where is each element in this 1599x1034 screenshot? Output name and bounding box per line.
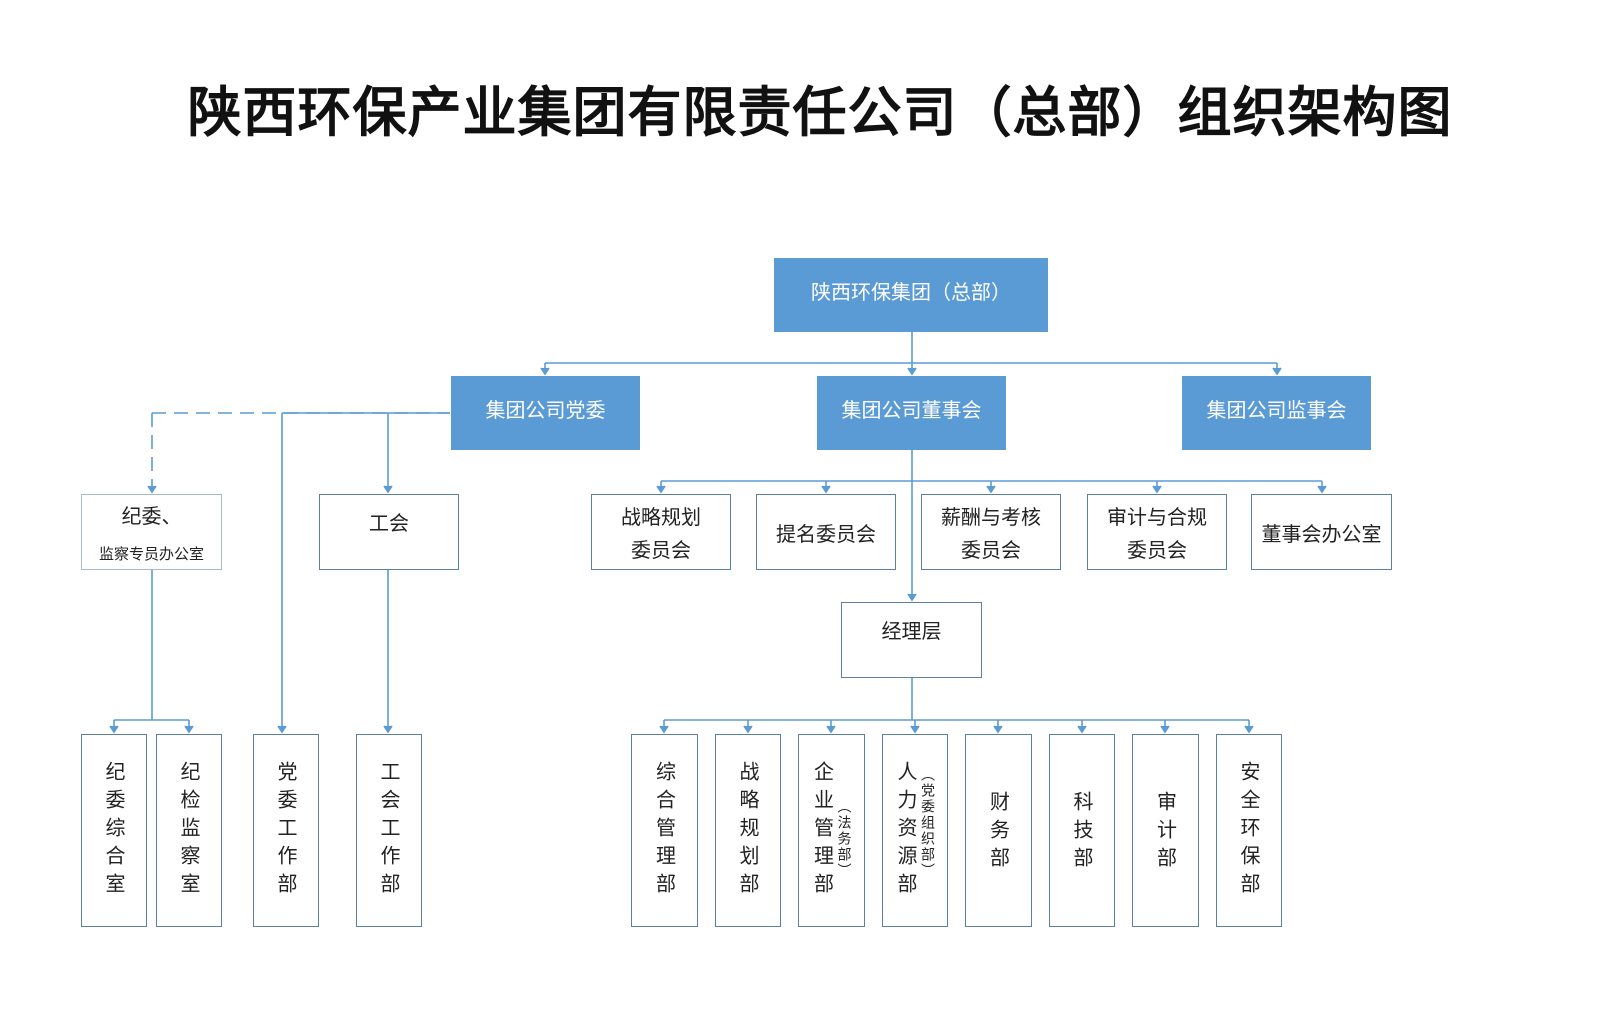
node-strategy-committee-line1: 战略规划 <box>621 505 701 529</box>
dept-party-work: 党委工作部 <box>253 734 319 927</box>
node-audit-committee-line1: 审计与合规 <box>1107 505 1207 529</box>
node-board-office: 董事会办公室 <box>1251 494 1392 570</box>
node-union: 工会 <box>319 494 459 570</box>
node-discipline-line1: 纪委、 <box>121 504 182 528</box>
node-union-label: 工会 <box>369 511 409 535</box>
node-supervisory-board: 集团公司监事会 <box>1182 376 1371 450</box>
dept-label: 战略规划部 <box>736 761 760 901</box>
node-compensation-committee-line1: 薪酬与考核 <box>941 505 1041 529</box>
dept-general-management: 综合管理部 <box>631 734 698 927</box>
dept-union-work: 工会工作部 <box>356 734 422 927</box>
node-nomination-committee: 提名委员会 <box>756 494 896 570</box>
node-hq-label: 陕西环保集团（总部） <box>811 280 1011 304</box>
dept-finance: 财务部 <box>965 734 1032 927</box>
node-hq: 陕西环保集团（总部） <box>774 258 1048 332</box>
dept-label: 综合管理部 <box>652 761 677 901</box>
dept-note: （法务部） <box>835 799 852 879</box>
dept-technology: 科技部 <box>1049 734 1115 927</box>
node-management: 经理层 <box>841 602 982 678</box>
dept-audit: 审计部 <box>1132 734 1199 927</box>
dept-label: 安全环保部 <box>1237 761 1261 901</box>
node-discipline-office: 纪委、 监察专员办公室 <box>81 494 222 570</box>
node-board-label: 集团公司董事会 <box>841 398 982 422</box>
node-strategy-committee: 战略规划 委员会 <box>591 494 731 570</box>
node-compensation-committee: 薪酬与考核 委员会 <box>921 494 1061 570</box>
node-audit-committee: 审计与合规 委员会 <box>1087 494 1227 570</box>
dept-label: 纪检监察室 <box>177 761 201 901</box>
dept-discipline-inspection-office: 纪检监察室 <box>156 734 222 927</box>
node-strategy-committee-line2: 委员会 <box>631 538 691 562</box>
dept-safety-environment: 安全环保部 <box>1216 734 1282 927</box>
dept-label: 审计部 <box>1153 791 1178 875</box>
node-compensation-committee-line2: 委员会 <box>961 538 1021 562</box>
dept-label: 人力资源部 <box>894 761 918 901</box>
dept-enterprise-management: 企业管理部 （法务部） <box>798 734 865 927</box>
dept-label: 企业管理部 <box>810 761 835 901</box>
dept-label: 工会工作部 <box>377 761 401 901</box>
node-board-office-label: 董事会办公室 <box>1261 521 1382 546</box>
node-discipline-line2: 监察专员办公室 <box>98 545 204 563</box>
page-title: 陕西环保产业集团有限责任公司（总部）组织架构图 <box>187 80 1453 144</box>
node-supervisory-board-label: 集团公司监事会 <box>1206 398 1347 422</box>
node-nomination-committee-label: 提名委员会 <box>776 521 876 546</box>
node-management-label: 经理层 <box>881 619 942 643</box>
dept-label: 财务部 <box>986 791 1011 875</box>
node-audit-committee-line2: 委员会 <box>1127 538 1187 562</box>
dept-label: 科技部 <box>1070 791 1094 875</box>
node-party-committee-label: 集团公司党委 <box>485 398 606 422</box>
node-party-committee: 集团公司党委 <box>451 376 640 450</box>
node-board: 集团公司董事会 <box>817 376 1006 450</box>
dept-strategy: 战略规划部 <box>715 734 781 927</box>
dept-label: 党委工作部 <box>274 761 298 901</box>
dept-discipline-general-office: 纪委综合室 <box>81 734 147 927</box>
dept-label: 纪委综合室 <box>102 761 126 901</box>
dept-note: （党委组织部） <box>919 767 935 879</box>
dept-human-resources: 人力资源部 （党委组织部） <box>882 734 948 927</box>
